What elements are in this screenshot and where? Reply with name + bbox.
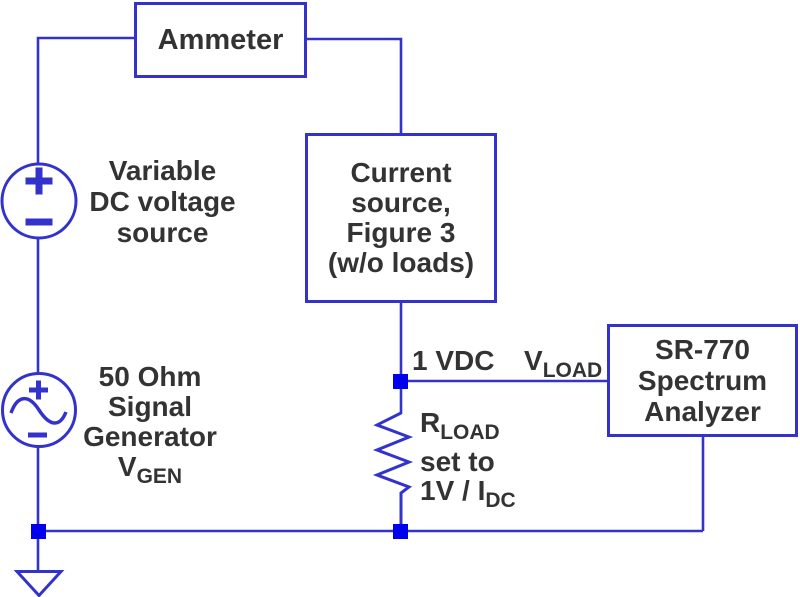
rload-subscript: LOAD	[440, 421, 500, 444]
spectrum-analyzer-label-line: SR-770	[655, 334, 750, 365]
rload-label-line1: RLOAD	[420, 407, 500, 444]
wire-ammeter-to-current-source	[305, 37, 403, 135]
ac-signal-source-icon	[1, 372, 77, 448]
signal-generator-label-line: Generator	[83, 421, 217, 452]
wire-dc-to-ammeter	[36, 36, 136, 165]
rload-label-line3: 1V / IDC	[420, 475, 516, 512]
node-voltage-label: 1 VDC	[412, 345, 495, 376]
spectrum-analyzer-label-line: Analyzer	[644, 396, 761, 427]
dc-source-label: Variable DC voltage source	[85, 155, 240, 248]
vgen-label: VGEN	[117, 451, 183, 489]
ground-icon	[13, 570, 65, 597]
ammeter-label: Ammeter	[157, 23, 284, 56]
junction-dot-icon	[393, 374, 408, 389]
spectrum-analyzer-box: SR-770 Spectrum Analyzer	[607, 324, 798, 437]
resistor-icon	[372, 411, 414, 526]
vgen-subscript: GEN	[136, 465, 183, 488]
current-source-label-line: Figure 3	[346, 217, 456, 248]
vload-label: VLOAD	[524, 345, 603, 383]
junction-dot-icon	[31, 524, 46, 539]
signal-generator-label: 50 Ohm Signal Generator VGEN	[70, 362, 230, 492]
idc-subscript: DC	[485, 489, 516, 512]
junction-dot-icon	[393, 524, 408, 539]
dc-source-label-line: source	[116, 217, 209, 248]
signal-generator-label-line: 50 Ohm	[98, 361, 202, 392]
ammeter-box: Ammeter	[134, 2, 307, 78]
dc-voltage-source-icon	[0, 162, 78, 240]
spectrum-analyzer-label-line: Spectrum	[637, 365, 768, 396]
vload-subscript: LOAD	[542, 359, 603, 382]
dc-source-label-line: DC voltage	[89, 186, 236, 217]
signal-generator-label-line: Signal	[107, 391, 192, 422]
dc-source-label-line: Variable	[108, 155, 217, 186]
current-source-label-line: (w/o loads)	[327, 247, 475, 278]
current-source-label-line: source,	[351, 187, 451, 218]
current-source-box: Current source, Figure 3 (w/o loads)	[305, 133, 497, 303]
rload-label: RLOAD set to 1V / IDC	[420, 408, 516, 515]
rload-label-line2: set to	[420, 446, 495, 477]
current-source-label-line: Current	[350, 157, 452, 188]
